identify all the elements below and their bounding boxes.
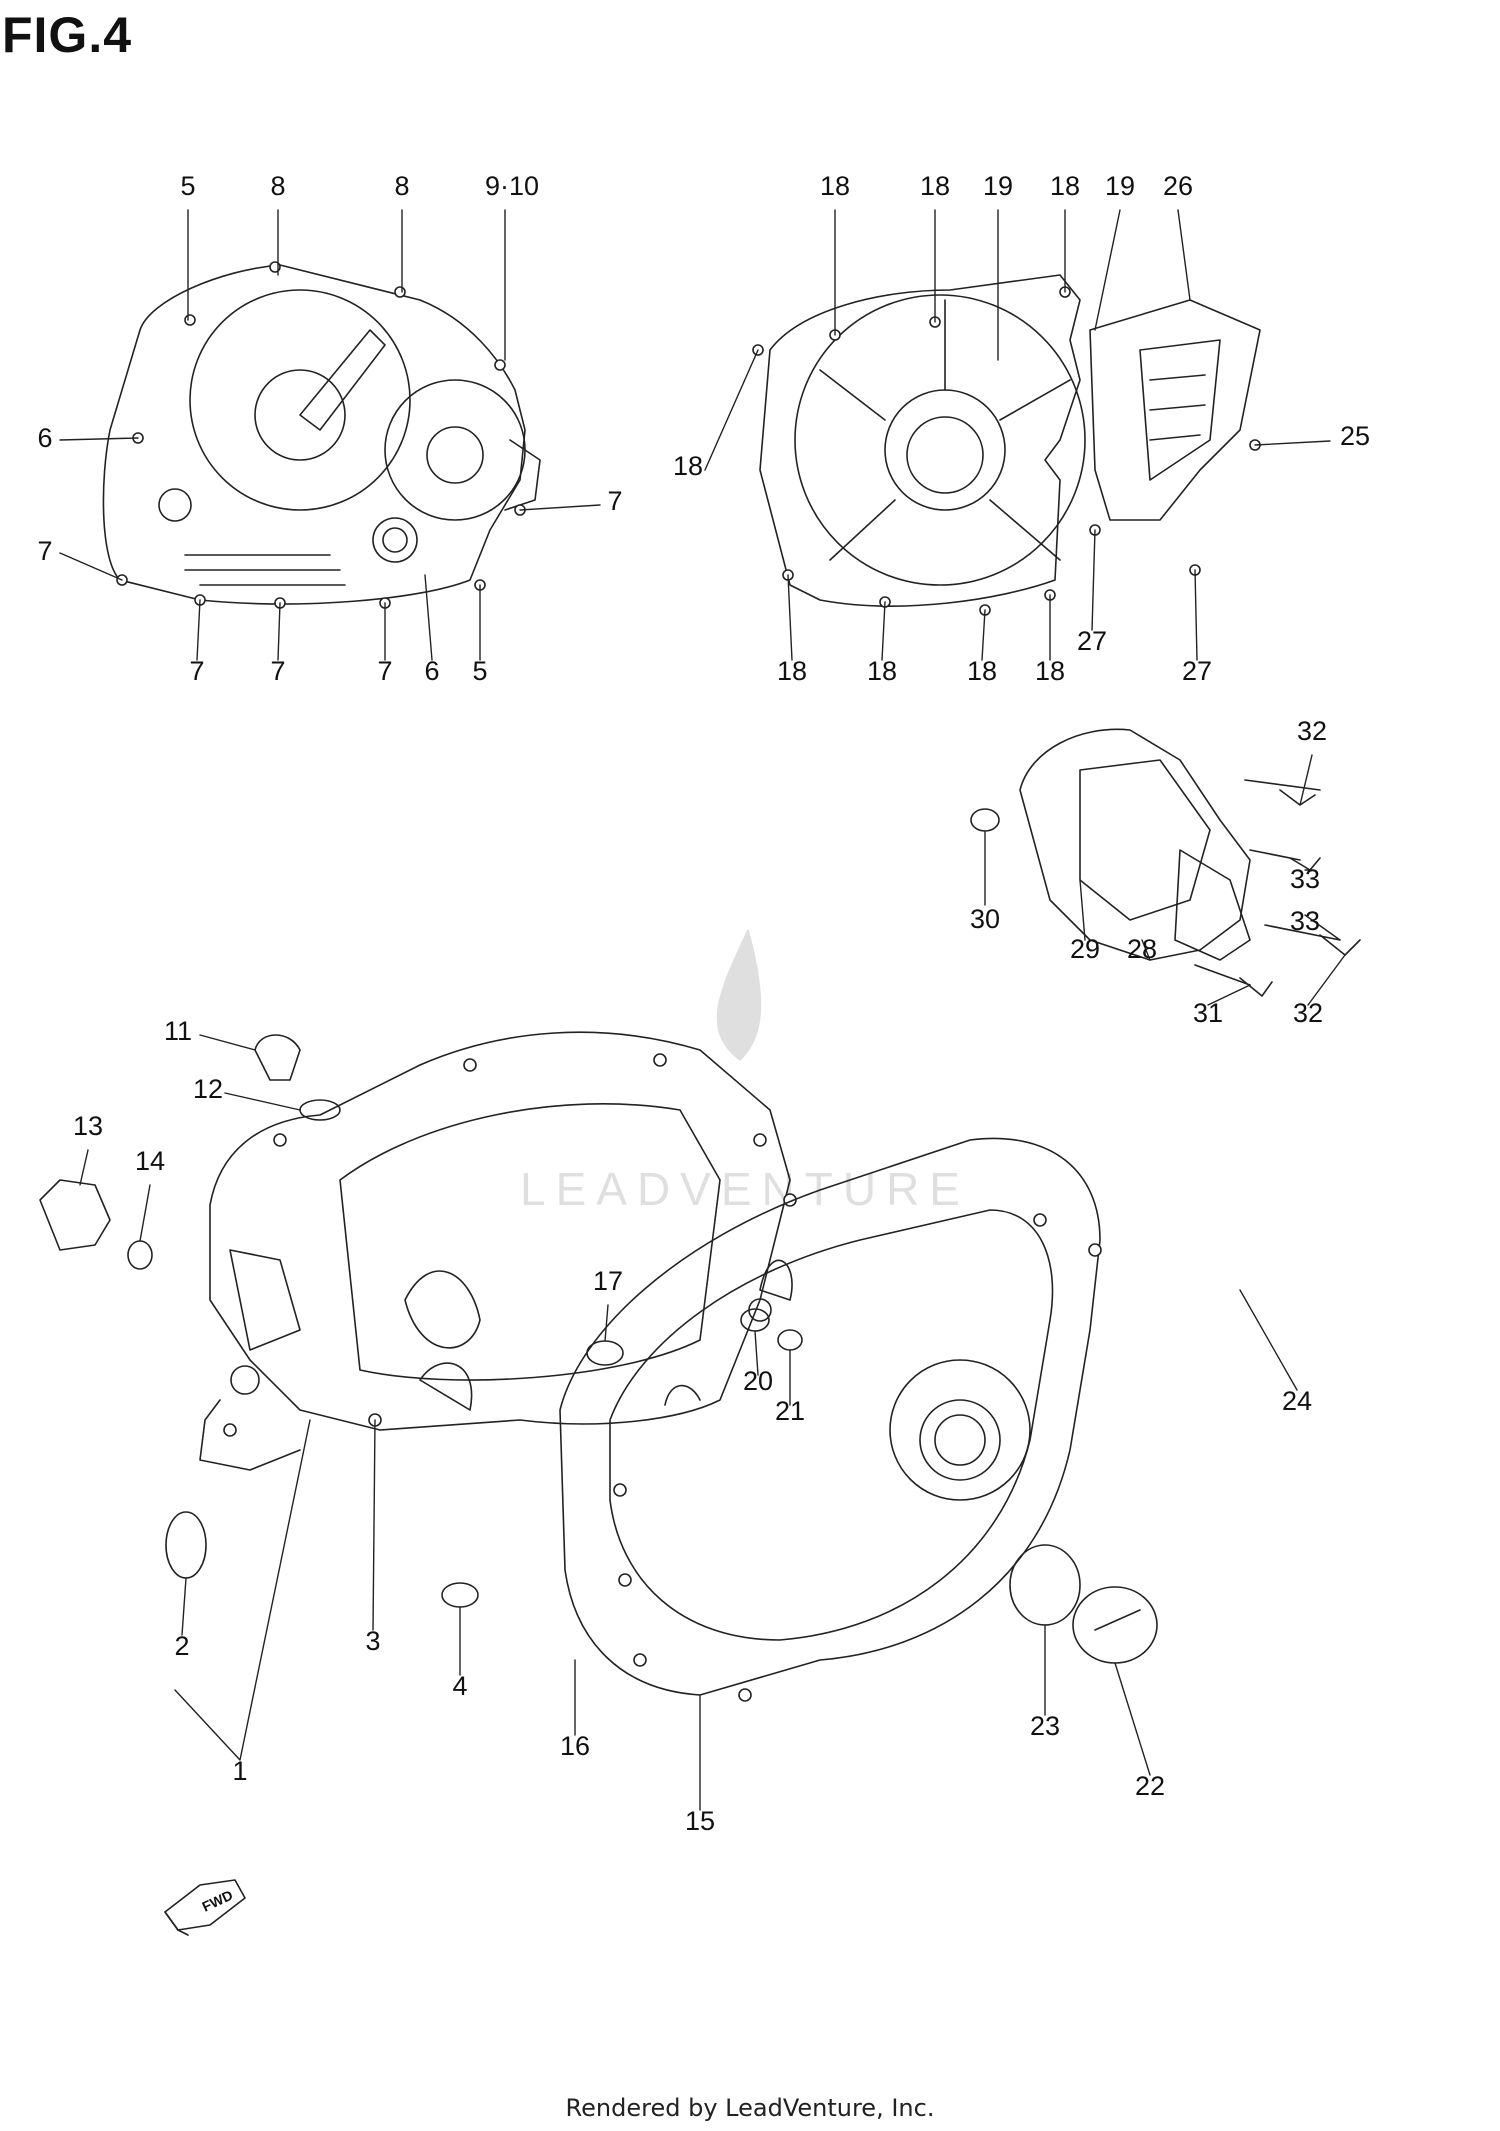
callout-c26: 26 (1163, 171, 1193, 201)
callout-c5b: 5 (472, 656, 487, 686)
callout-c6b: 6 (424, 656, 439, 686)
leader-lines (59, 209, 1346, 1811)
leader-line-c26 (1177, 209, 1191, 301)
callout-c21: 21 (775, 1396, 805, 1426)
callout-c30: 30 (970, 904, 1000, 934)
leader-line-c6a (59, 437, 139, 441)
callout-c7e: 7 (607, 486, 622, 516)
leader-line-c1 (174, 1419, 311, 1761)
callout-c17: 17 (593, 1266, 623, 1296)
callout-c13: 13 (73, 1111, 103, 1141)
callout-c16: 16 (560, 1731, 590, 1761)
callout-c1: 1 (232, 1756, 247, 1786)
leader-line-c18f (881, 601, 886, 661)
leader-line-c12 (224, 1092, 301, 1111)
leader-line-c28 (1141, 939, 1151, 961)
callout-c3: 3 (365, 1626, 380, 1656)
leader-line-c32a (1299, 754, 1313, 806)
clutch-cover-drawing (102, 261, 541, 609)
leader-line-c24 (1239, 1289, 1298, 1391)
callout-labels: 5 8 8 9·10 6 7 7 7 7 7 6 5 18 18 19 18 19 26 18 25 27 27 18 18 1… (37, 171, 1370, 1836)
callout-c7c: 7 (270, 656, 285, 686)
callout-c7b: 7 (189, 656, 204, 686)
callout-c8b: 8 (394, 171, 409, 201)
leader-line-c19b (1094, 209, 1121, 331)
sprocket-cover-drawing (970, 728, 1361, 997)
callout-c18c: 18 (1050, 171, 1080, 201)
callout-c2: 2 (174, 1631, 189, 1661)
callout-c32b: 32 (1293, 998, 1323, 1028)
leader-line-c27b (1194, 569, 1198, 661)
callout-c23: 23 (1030, 1711, 1060, 1741)
leader-line-c11 (199, 1034, 256, 1051)
leader-line-c25 (1254, 440, 1331, 446)
leader-line-c32b (1307, 954, 1346, 1006)
leader-line-c27a (1091, 529, 1096, 631)
callout-c31: 31 (1193, 998, 1223, 1028)
leader-line-c2 (181, 1577, 187, 1636)
callout-c19b: 19 (1105, 171, 1135, 201)
callout-c18a: 18 (820, 171, 850, 201)
watermark-text: LEADVENTURE (520, 1163, 970, 1215)
leader-line-c7e (519, 504, 601, 511)
callout-c18d: 18 (673, 451, 703, 481)
callout-c18f: 18 (867, 656, 897, 686)
callout-c24: 24 (1282, 1386, 1312, 1416)
callout-c14: 14 (135, 1146, 165, 1176)
leader-line-c13 (79, 1149, 89, 1186)
callout-c33b: 33 (1290, 906, 1320, 936)
callout-c7a: 7 (37, 536, 52, 566)
leader-line-c7c (277, 602, 281, 661)
leader-line-c14 (139, 1184, 151, 1242)
callout-c28: 28 (1127, 934, 1157, 964)
leader-line-c18e (787, 574, 793, 661)
callout-c5a: 5 (180, 171, 195, 201)
leader-line-c7a (59, 552, 123, 581)
callout-c25: 25 (1340, 421, 1370, 451)
leader-line-c18g (981, 609, 986, 661)
callout-c18g: 18 (967, 656, 997, 686)
leader-line-c31 (1207, 984, 1251, 1006)
callout-c27b: 27 (1182, 656, 1212, 686)
magneto-cover-drawing (752, 274, 1261, 616)
footer-credit: Rendered by LeadVenture, Inc. (565, 2094, 935, 2122)
callout-c910: 9·10 (485, 171, 539, 201)
callout-c22: 22 (1135, 1771, 1165, 1801)
callout-c33a: 33 (1290, 864, 1320, 894)
callout-c6a: 6 (37, 423, 52, 453)
callout-c11: 11 (164, 1016, 192, 1046)
callout-c20: 20 (743, 1366, 773, 1396)
leader-line-c22 (1114, 1662, 1151, 1776)
leader-line-c7b (196, 599, 201, 661)
callout-c19a: 19 (983, 171, 1013, 201)
callout-c32a: 32 (1297, 716, 1327, 746)
small-parts-drawing (39, 1034, 1158, 1664)
callout-c18e: 18 (777, 656, 807, 686)
leader-line-c29 (1079, 879, 1086, 941)
callout-c4: 4 (452, 1671, 467, 1701)
fwd-arrow: FWD (164, 1879, 246, 1936)
callout-c15: 15 (685, 1806, 715, 1836)
callout-c12: 12 (193, 1074, 223, 1104)
leader-line-c3 (372, 1419, 376, 1631)
figure-title: FIG.4 (2, 7, 133, 63)
leader-line-c20 (754, 1330, 759, 1376)
callout-c8a: 8 (270, 171, 285, 201)
leader-line-c17 (604, 1304, 609, 1342)
crankcase-right-drawing (559, 1137, 1102, 1702)
leader-line-c6b (424, 574, 433, 661)
crankcase-left-drawing (199, 1031, 797, 1471)
callout-c29: 29 (1070, 934, 1100, 964)
leader-line-c18d (704, 349, 759, 471)
callout-c18b: 18 (920, 171, 950, 201)
callout-c27a: 27 (1077, 626, 1107, 656)
watermark: LEADVENTURE (520, 929, 970, 1215)
callout-c7d: 7 (377, 656, 392, 686)
callout-c18h: 18 (1035, 656, 1065, 686)
leader-line-c33b (1304, 914, 1341, 941)
